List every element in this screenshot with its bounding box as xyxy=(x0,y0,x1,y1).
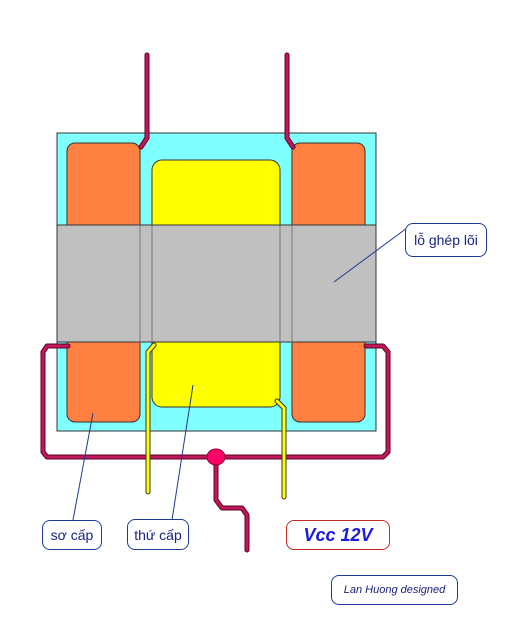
vcc-label: Vcc 12V xyxy=(286,520,390,550)
core-hole-label: lỗ ghép lõi xyxy=(405,223,487,257)
designer-credit: Lan Huong designed xyxy=(331,575,458,605)
junction-dot xyxy=(206,448,226,466)
secondary-leader xyxy=(171,384,194,521)
primary-coil-right-bottom xyxy=(291,329,366,423)
secondary-label: thứ cấp xyxy=(127,519,189,550)
primary-coil-right-top xyxy=(291,142,366,239)
core-hole-band xyxy=(56,224,377,343)
primary-coil-left-top xyxy=(66,142,141,239)
primary-coil-left-bottom xyxy=(66,329,141,423)
primary-leader xyxy=(72,412,94,521)
primary-label: sơ cấp xyxy=(42,520,102,550)
secondary-wires xyxy=(145,342,287,500)
core-hole-leader xyxy=(333,227,408,283)
